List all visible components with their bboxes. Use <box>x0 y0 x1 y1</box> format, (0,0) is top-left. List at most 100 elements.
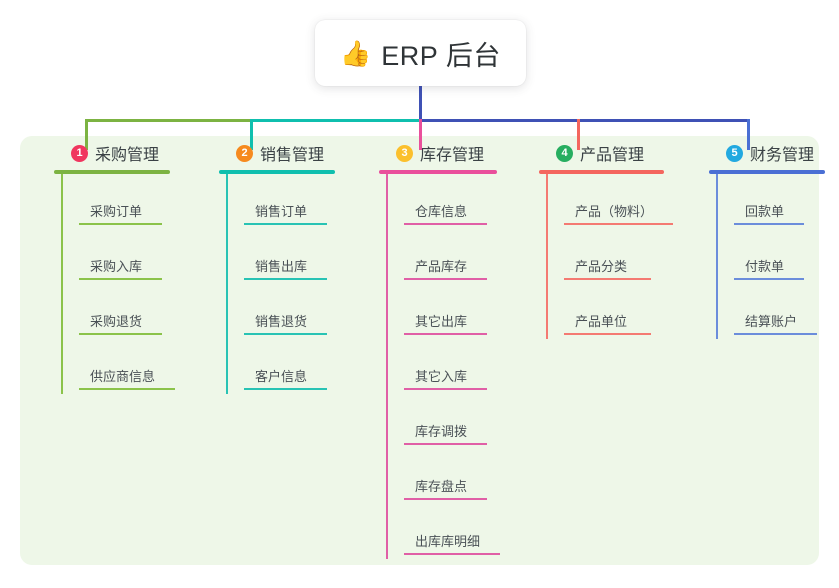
branch-spine-2 <box>226 174 228 394</box>
diagram-panel <box>20 136 819 565</box>
branch-title-1: 采购管理 <box>95 147 160 164</box>
list-item[interactable]: 库存盘点 <box>404 449 546 504</box>
list-item[interactable]: 销售退货 <box>244 284 381 339</box>
list-item[interactable]: 客户信息 <box>244 339 381 394</box>
item-rule <box>244 388 327 390</box>
list-item[interactable]: 结算账户 <box>734 284 839 339</box>
item-label: 采购退货 <box>90 314 143 329</box>
list-item[interactable]: 销售出库 <box>244 229 381 284</box>
item-label: 其它出库 <box>415 314 468 329</box>
branch-underline-3 <box>379 170 497 174</box>
branch-header-1[interactable]: 1 采购管理 <box>51 136 216 170</box>
branch-items-3: 仓库信息 产品库存 其它出库 其它入库 库存调拨 <box>386 174 546 559</box>
list-item[interactable]: 仓库信息 <box>404 174 546 229</box>
item-rule <box>734 223 804 225</box>
list-item[interactable]: 产品分类 <box>564 229 716 284</box>
item-label: 结算账户 <box>745 314 798 329</box>
branch-badge-3: 3 <box>396 144 413 162</box>
item-label: 客户信息 <box>255 369 308 384</box>
item-rule <box>564 333 651 335</box>
item-rule <box>244 223 327 225</box>
branch-badge-4: 4 <box>556 144 573 162</box>
list-item[interactable]: 采购退货 <box>79 284 216 339</box>
branch-underline-2 <box>219 170 335 174</box>
branch-badge-5: 5 <box>726 144 743 162</box>
item-rule <box>404 333 487 335</box>
branch-underline-1 <box>54 170 170 174</box>
list-item[interactable]: 其它出库 <box>404 284 546 339</box>
item-label: 产品单位 <box>575 314 628 329</box>
branch-header-2[interactable]: 2 销售管理 <box>216 136 381 170</box>
list-item[interactable]: 其它入库 <box>404 339 546 394</box>
item-label: 库存调拨 <box>415 424 468 439</box>
item-label: 采购订单 <box>90 204 143 219</box>
thumbs-up-icon: 👍 <box>340 38 372 68</box>
list-item[interactable]: 出库库明细 <box>404 504 546 559</box>
item-label: 回款单 <box>745 204 785 219</box>
branch-title-5: 财务管理 <box>750 147 815 164</box>
branch-column-3: 3 库存管理 仓库信息 产品库存 其它出库 其它入库 <box>376 136 546 559</box>
item-label: 库存盘点 <box>415 479 468 494</box>
item-label: 销售退货 <box>255 314 308 329</box>
branch-header-5[interactable]: 5 财务管理 <box>706 136 839 170</box>
branch-items-5: 回款单 付款单 结算账户 <box>716 174 839 339</box>
item-label: 销售订单 <box>255 204 308 219</box>
list-item[interactable]: 付款单 <box>734 229 839 284</box>
list-item[interactable]: 库存调拨 <box>404 394 546 449</box>
item-rule <box>404 443 487 445</box>
item-label: 付款单 <box>745 259 785 274</box>
item-label: 仓库信息 <box>415 204 468 219</box>
item-rule <box>404 388 487 390</box>
root-node-card[interactable]: 👍 ERP 后台 <box>315 20 526 86</box>
branch-column-4: 4 产品管理 产品（物料） 产品分类 产品单位 <box>536 136 716 339</box>
item-label: 出库库明细 <box>415 534 481 549</box>
list-item[interactable]: 产品单位 <box>564 284 716 339</box>
list-item[interactable]: 产品（物料） <box>564 174 716 229</box>
branch-badge-1: 1 <box>71 144 88 162</box>
branch-header-3[interactable]: 3 库存管理 <box>376 136 546 170</box>
list-item[interactable]: 回款单 <box>734 174 839 229</box>
branch-column-5: 5 财务管理 回款单 付款单 结算账户 <box>706 136 839 339</box>
branch-header-4[interactable]: 4 产品管理 <box>536 136 716 170</box>
item-label: 产品库存 <box>415 259 468 274</box>
item-label: 销售出库 <box>255 259 308 274</box>
list-item[interactable]: 供应商信息 <box>79 339 216 394</box>
item-rule <box>79 223 162 225</box>
branch-items-2: 销售订单 销售出库 销售退货 客户信息 <box>226 174 381 394</box>
item-rule <box>79 278 162 280</box>
branch-spine-3 <box>386 174 388 559</box>
item-rule <box>564 278 651 280</box>
branch-spine-4 <box>546 174 548 339</box>
branch-spine-1 <box>61 174 63 394</box>
item-rule <box>79 388 175 390</box>
branch-items-1: 采购订单 采购入库 采购退货 供应商信息 <box>61 174 216 394</box>
branch-spine-5 <box>716 174 718 339</box>
item-label: 产品（物料） <box>575 204 654 219</box>
item-label: 产品分类 <box>575 259 628 274</box>
page-title: ERP 后台 <box>381 40 501 71</box>
branch-column-1: 1 采购管理 采购订单 采购入库 采购退货 供应商信 <box>51 136 216 394</box>
item-rule <box>404 278 487 280</box>
item-rule <box>404 553 500 555</box>
branch-items-4: 产品（物料） 产品分类 产品单位 <box>546 174 716 339</box>
branch-title-3: 库存管理 <box>420 147 485 164</box>
item-rule <box>564 223 673 225</box>
item-rule <box>734 278 804 280</box>
item-label: 采购入库 <box>90 259 143 274</box>
item-rule <box>404 498 487 500</box>
list-item[interactable]: 销售订单 <box>244 174 381 229</box>
item-rule <box>244 333 327 335</box>
branch-title-4: 产品管理 <box>580 147 645 164</box>
branch-underline-4 <box>539 170 664 174</box>
item-rule <box>244 278 327 280</box>
item-rule <box>79 333 162 335</box>
branch-column-2: 2 销售管理 销售订单 销售出库 销售退货 客户信息 <box>216 136 381 394</box>
list-item[interactable]: 采购订单 <box>79 174 216 229</box>
list-item[interactable]: 采购入库 <box>79 229 216 284</box>
item-rule <box>404 223 487 225</box>
item-label: 供应商信息 <box>90 369 156 384</box>
list-item[interactable]: 产品库存 <box>404 229 546 284</box>
item-label: 其它入库 <box>415 369 468 384</box>
branch-title-2: 销售管理 <box>260 147 325 164</box>
